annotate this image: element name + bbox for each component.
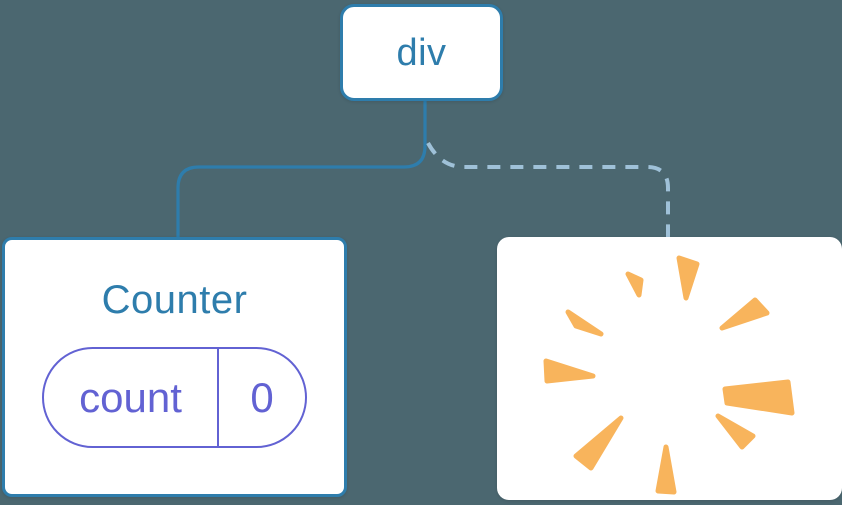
removed-node xyxy=(497,237,842,500)
root-node-div: div xyxy=(340,4,503,101)
poof-ray-upper-right xyxy=(719,297,770,331)
poof-ray-right xyxy=(722,379,795,416)
poof-ray-lower-left xyxy=(573,415,624,471)
poof-ray-top xyxy=(676,255,700,301)
poof-ray-upper-left xyxy=(565,309,604,337)
poof-ray-bottom xyxy=(655,444,677,495)
state-pill: count 0 xyxy=(42,347,307,448)
poof-ray-top-left-small xyxy=(625,271,644,298)
poof-ray-left xyxy=(543,358,596,384)
state-value-label: 0 xyxy=(250,373,274,421)
edge-dashed-div-to-removed xyxy=(426,142,670,238)
counter-node-title: Counter xyxy=(101,278,248,322)
state-name-label: count xyxy=(44,349,219,446)
root-node-label: div xyxy=(396,31,447,74)
counter-node: Counter count 0 xyxy=(2,237,347,497)
poof-starburst-icon xyxy=(543,255,795,495)
poof-ray-lower-right xyxy=(715,413,756,450)
edge-solid-div-to-counter xyxy=(176,100,427,238)
